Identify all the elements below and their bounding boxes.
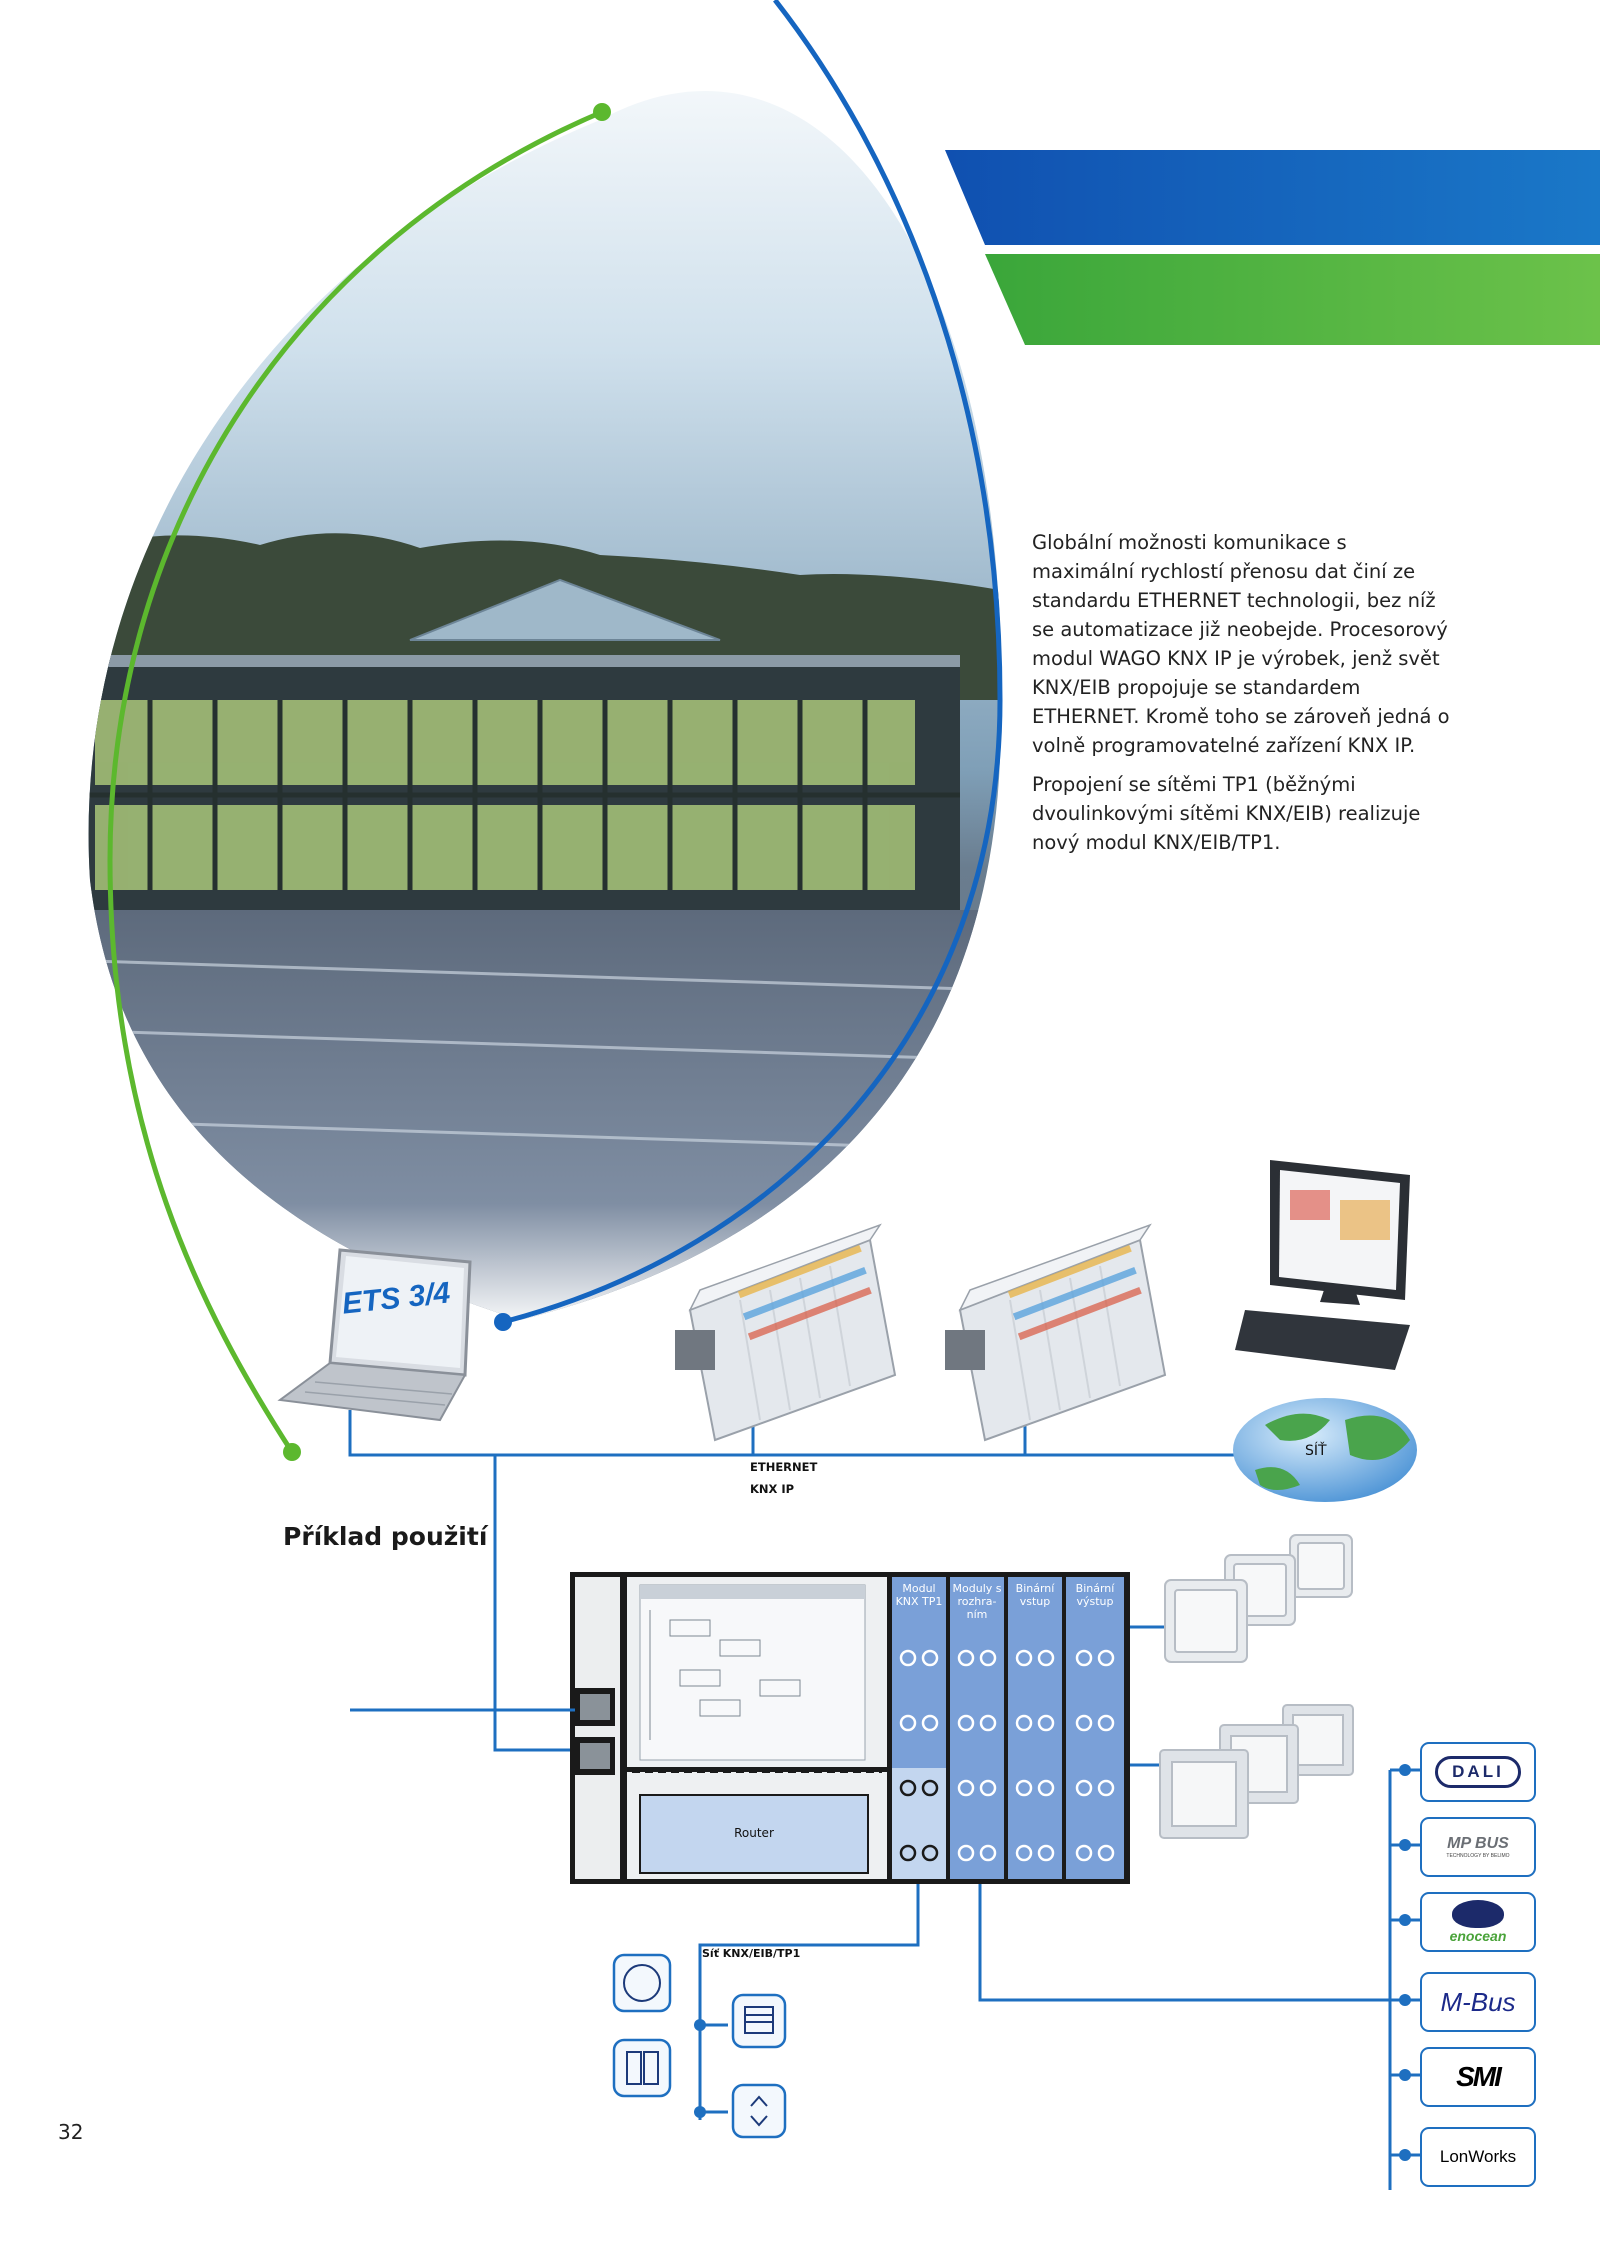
laptop-illustration xyxy=(277,1248,472,1422)
green-band xyxy=(985,254,1600,345)
ceiling-lights xyxy=(1159,1704,1354,1839)
logo-enocean: enocean xyxy=(1420,1892,1536,1952)
globe-illustration xyxy=(1233,1398,1417,1502)
logo-mp-bus: MP BUS TECHNOLOGY BY BELIMO xyxy=(1420,1817,1536,1877)
controller-2 xyxy=(945,1223,1167,1442)
knx-ip-label: KNX IP xyxy=(750,1482,795,1496)
green-arc xyxy=(107,109,603,1454)
router-label: Router xyxy=(734,1826,774,1840)
logo-dali: DALI xyxy=(1420,1742,1536,1802)
intro-text: Globální možnosti komunikace s maximální… xyxy=(1032,528,1452,867)
blue-band xyxy=(945,150,1600,245)
logo-lonworks: LonWorks xyxy=(1420,2127,1536,2187)
controller-1 xyxy=(675,1223,897,1442)
logo-smi: SMI xyxy=(1420,2047,1536,2107)
building-photo xyxy=(88,91,1002,1320)
paragraph-2: Propojení se sítěmi TP1 (běžnými dvoulin… xyxy=(1032,773,1421,854)
section-heading: Příklad použití xyxy=(283,1522,488,1551)
module-label-knx-tp1: Modul KNX TP1 xyxy=(895,1582,943,1608)
page-number: 32 xyxy=(58,2120,84,2144)
module-label-binary-input: Binární vstup xyxy=(1015,1582,1055,1608)
pc-illustration xyxy=(1235,1160,1410,1370)
controller-diagram xyxy=(350,1572,1130,1884)
network-label: SÍŤ xyxy=(1305,1443,1327,1459)
paragraph-1: Globální možnosti komunikace s maximální… xyxy=(1032,531,1450,757)
blue-arc xyxy=(502,0,1003,1325)
logo-m-bus: M-Bus xyxy=(1420,1972,1536,2032)
module-label-interface: Moduly s rozhra-ním xyxy=(952,1582,1002,1621)
tp1-label: Síť KNX/EIB/TP1 xyxy=(702,1947,801,1960)
module-label-binary-output: Binární výstup xyxy=(1075,1582,1115,1608)
ethernet-label: ETHERNET xyxy=(750,1460,818,1474)
wall-switches xyxy=(1164,1534,1353,1663)
